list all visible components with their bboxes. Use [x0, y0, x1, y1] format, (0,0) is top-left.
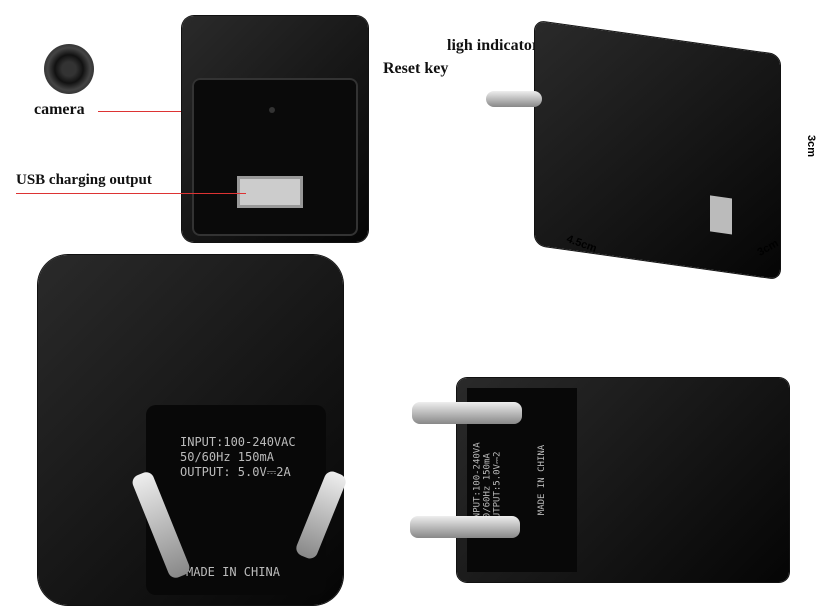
plug-pin-bottom: [410, 516, 520, 538]
camera-lens-closeup: [44, 44, 94, 94]
rating-input: INPUT:100-240VAC: [180, 435, 296, 449]
height-dimension: 3cm: [805, 134, 818, 158]
usb-port: [237, 176, 303, 208]
made-in-china-side: MADE IN CHINA: [537, 444, 548, 516]
usb-pointer-line: [16, 193, 246, 194]
rating-frequency: 50/60Hz 150mA: [180, 450, 274, 464]
rating-output: OUTPUT: 5.0V⎓2A: [180, 465, 291, 479]
plug-pin-top: [412, 402, 522, 424]
made-in-china: MADE IN CHINA: [186, 565, 280, 579]
charger-back-view: INPUT:100-240VAC 50/60Hz 150mA OUTPUT: 5…: [38, 255, 343, 605]
usb-port-side: [710, 195, 732, 235]
indicator-label: ligh indicator: [447, 37, 540, 54]
front-face: [192, 78, 358, 236]
plug-pin: [486, 91, 542, 107]
usb-label: USB charging output: [16, 172, 152, 188]
reset-label: Reset key: [383, 60, 449, 77]
camera-label: camera: [34, 101, 85, 118]
charger-front-view: [182, 16, 368, 242]
camera-hole: [269, 107, 275, 113]
